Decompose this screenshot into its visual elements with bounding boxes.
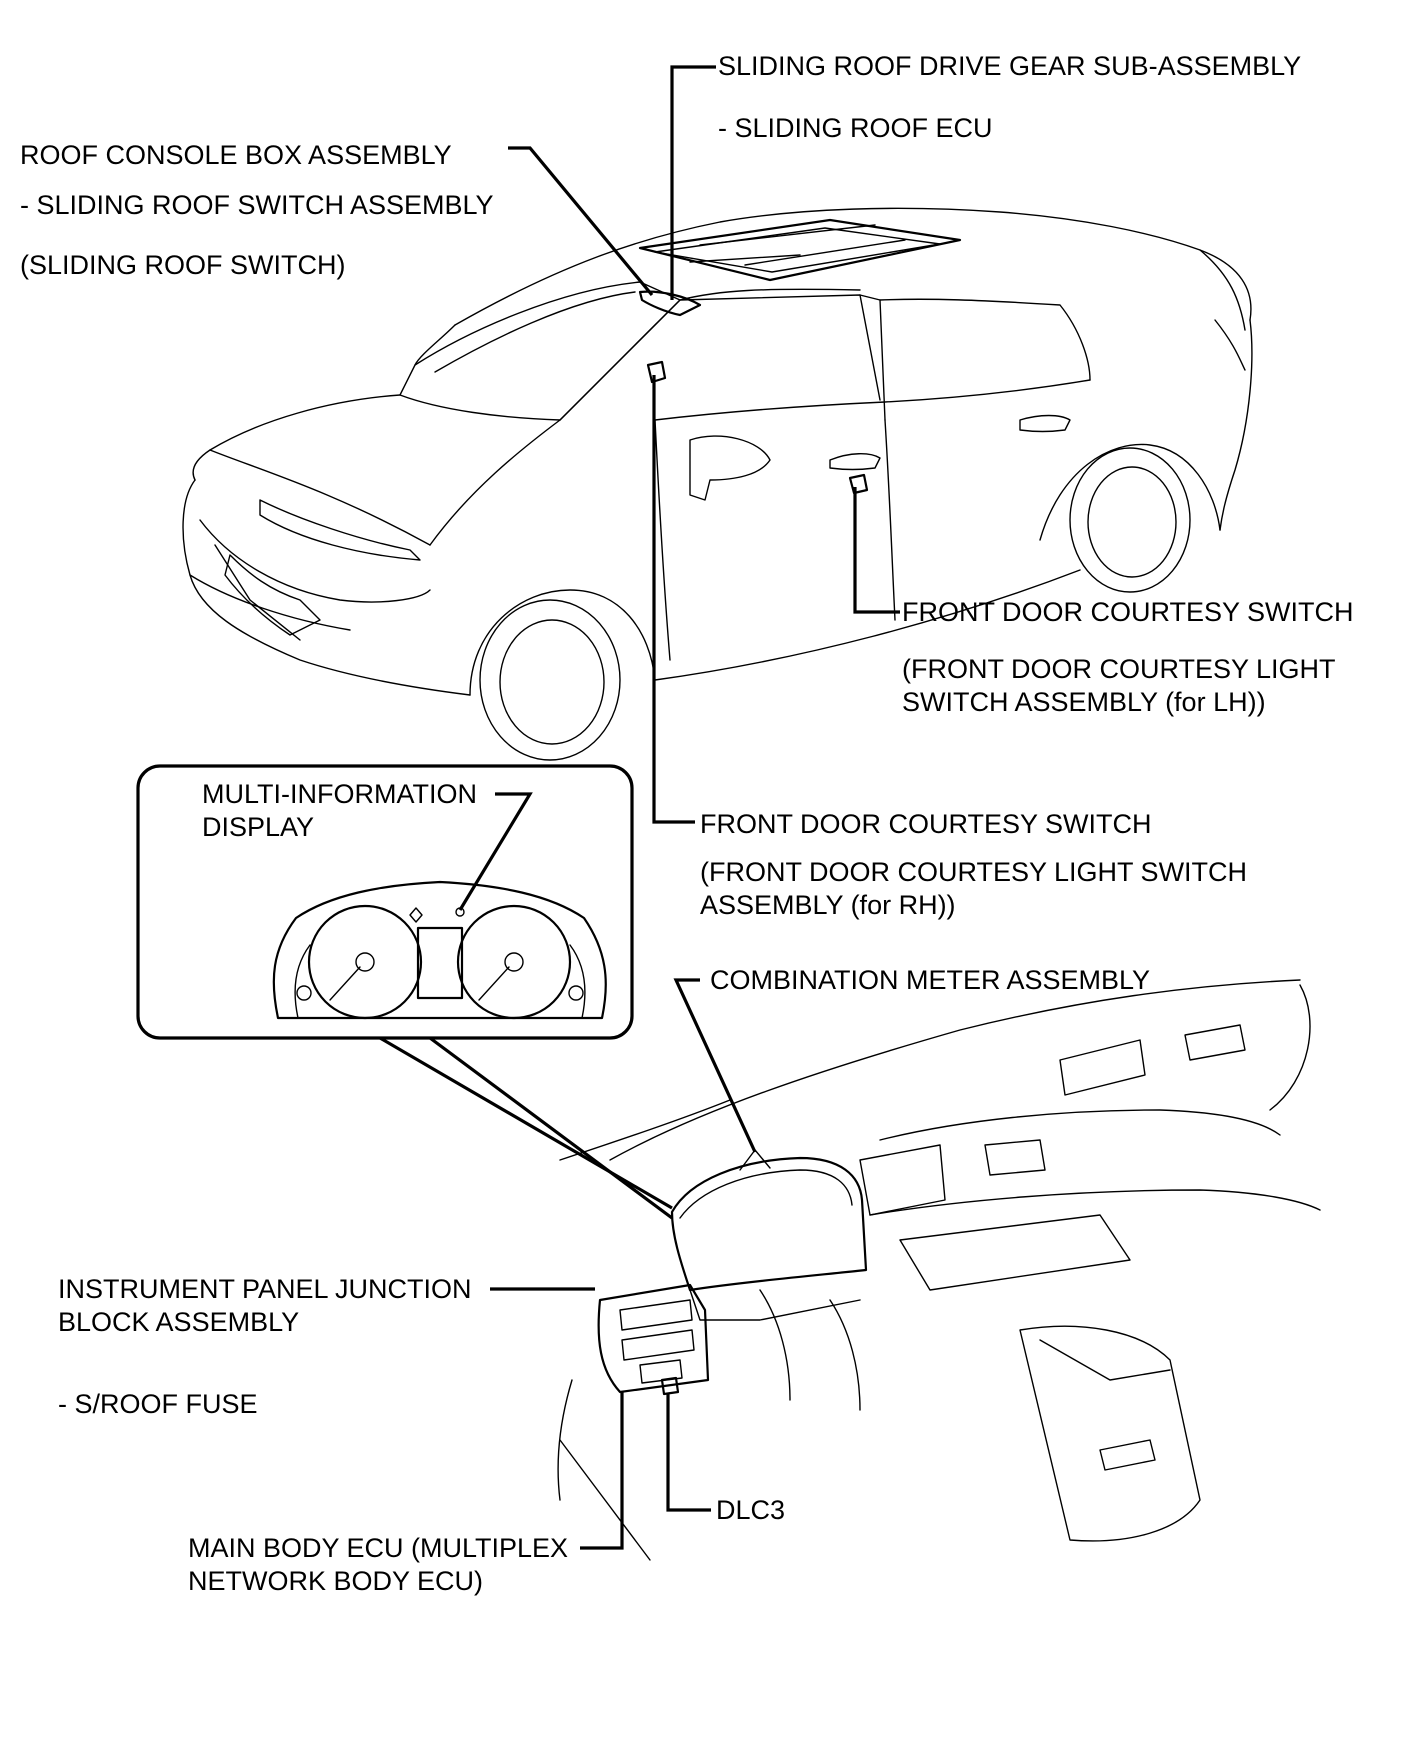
label-courtesy-rh-line2: ASSEMBLY (for RH)) <box>700 890 956 920</box>
label-courtesy-lh-line2: SWITCH ASSEMBLY (for LH)) <box>902 687 1266 717</box>
label-dlc3: DLC3 <box>716 1495 786 1525</box>
label-roof-switch-assy: - SLIDING ROOF SWITCH ASSEMBLY <box>20 190 494 220</box>
label-drive-gear-ecu: - SLIDING ROOF ECU <box>718 113 993 143</box>
label-mid-line1: MULTI-INFORMATION <box>202 779 477 809</box>
label-console-box: ROOF CONSOLE BOX ASSEMBLY <box>20 140 452 170</box>
label-junction-line2: BLOCK ASSEMBLY <box>58 1307 300 1337</box>
leader-lines <box>379 65 900 1550</box>
inset-combination-meter <box>136 764 634 1040</box>
label-drive-gear: SLIDING ROOF DRIVE GEAR SUB-ASSEMBLY <box>718 51 1302 81</box>
label-fuse: - S/ROOF FUSE <box>58 1389 258 1419</box>
label-courtesy-rh-line1: (FRONT DOOR COURTESY LIGHT SWITCH <box>700 857 1248 887</box>
label-courtesy-rh-title: FRONT DOOR COURTESY SWITCH <box>700 809 1152 839</box>
label-main-body-line1: MAIN BODY ECU (MULTIPLEX <box>188 1533 569 1563</box>
label-mid-line2: DISPLAY <box>202 812 315 842</box>
label-courtesy-lh-line1: (FRONT DOOR COURTESY LIGHT <box>902 654 1336 684</box>
label-junction-line1: INSTRUMENT PANEL JUNCTION <box>58 1274 472 1304</box>
label-roof-switch: (SLIDING ROOF SWITCH) <box>20 250 346 280</box>
label-courtesy-lh-title: FRONT DOOR COURTESY SWITCH <box>902 597 1354 627</box>
label-main-body-line2: NETWORK BODY ECU) <box>188 1566 484 1596</box>
label-combination-meter: COMBINATION METER ASSEMBLY <box>710 965 1151 995</box>
car-illustration <box>182 207 1253 761</box>
dashboard-illustration <box>557 979 1321 1561</box>
